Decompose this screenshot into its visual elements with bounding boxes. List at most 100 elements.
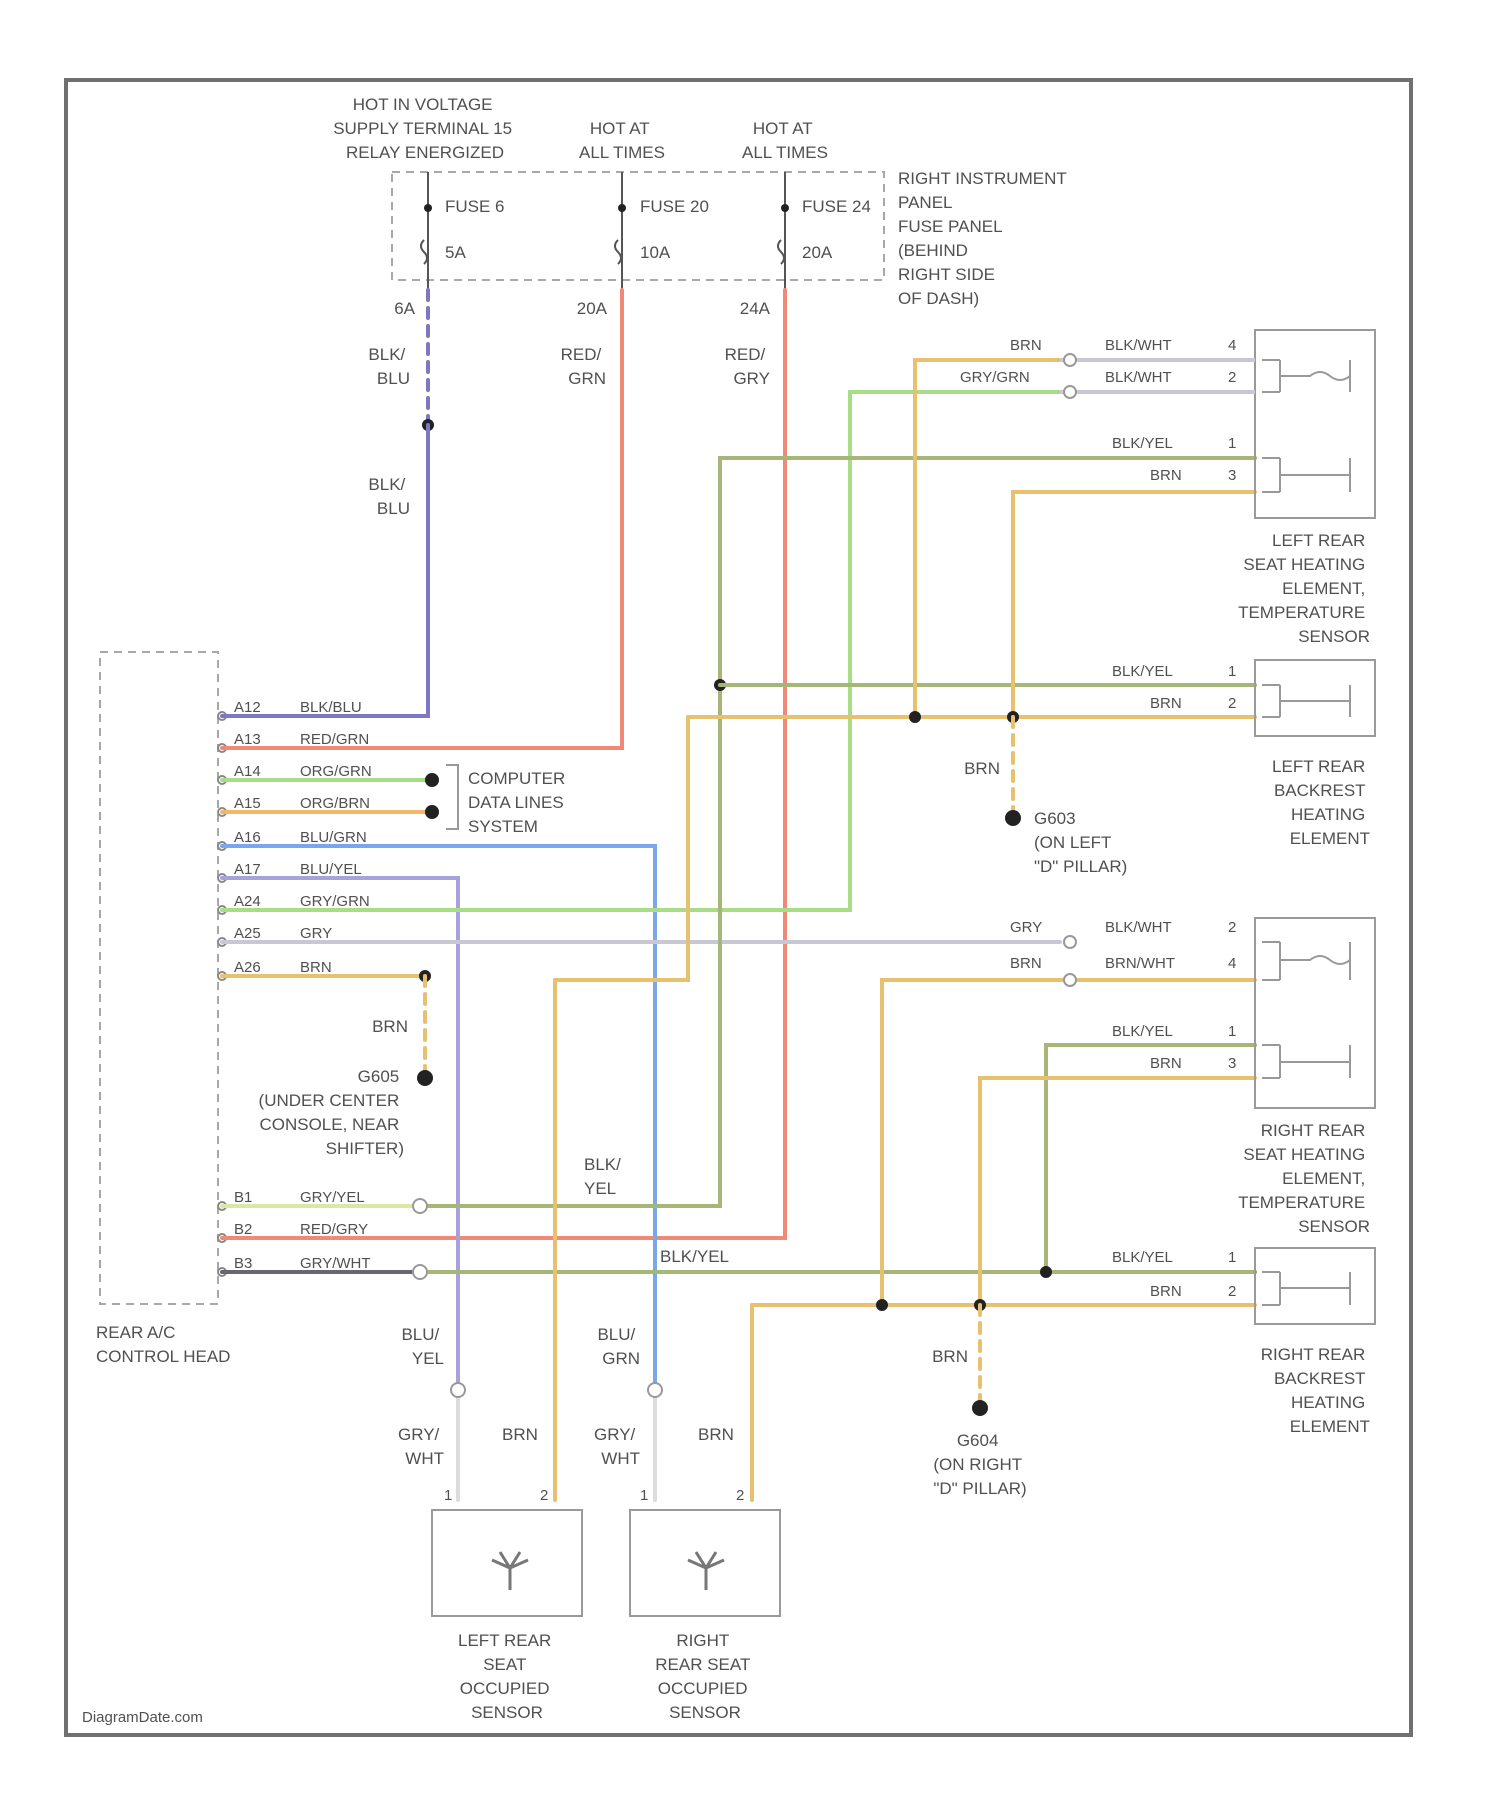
right-back-inner-2: BRN [1150, 1283, 1182, 1300]
right-temp-outer-brn: BRN [1010, 955, 1042, 972]
pin-wire-color-a26: BRN [300, 959, 332, 976]
right-occ-connector [648, 1383, 662, 1397]
fuse-24-icon [778, 240, 784, 264]
pin-label-b2: B2 [234, 1221, 252, 1238]
right-temp-plug-1 [1064, 936, 1076, 948]
pin-label-a24: A24 [234, 893, 261, 910]
pin-label-a15: A15 [234, 795, 261, 812]
left-back-pin-2: 2 [1228, 695, 1236, 712]
pin-label-a12: A12 [234, 699, 261, 716]
label-brn-right-occ: BRN [698, 1425, 734, 1444]
splice-right-brn-1 [876, 1299, 888, 1311]
fuse-24-name: FUSE 24 [802, 197, 871, 216]
b3-connector [413, 1265, 427, 1279]
pin-wire-color-a13: RED/GRN [300, 731, 369, 748]
left-temp-plug-2 [1064, 386, 1076, 398]
right-temp-plug-2 [1064, 974, 1076, 986]
label-blk-yel-horizontal: BLK/YEL [660, 1247, 729, 1266]
fuse-panel-outline [392, 172, 884, 280]
right-occ-box [630, 1510, 780, 1616]
control-head-outline [100, 652, 218, 1304]
pin-wire-color-a16: BLU/GRN [300, 829, 367, 846]
wires [222, 290, 1255, 1500]
fuse-panel-label: RIGHT INSTRUMENT PANEL FUSE PANEL (BEHIN… [898, 169, 1071, 308]
pin-wire-color-a24: GRY/GRN [300, 893, 370, 910]
right-temp-pin-4: 4 [1228, 955, 1236, 972]
label-blu-grn: BLU/ GRN [597, 1325, 640, 1368]
fuse-20-rating: 10A [640, 243, 671, 262]
wire-label-red-grn: RED/ GRN [561, 345, 606, 388]
ground-g603-label: G603 (ON LEFT "D" PILLAR) [1034, 809, 1127, 876]
left-occ-connector [451, 1383, 465, 1397]
left-temp-inner-4: BRN [1150, 467, 1182, 484]
right-back-pin-1: 1 [1228, 1249, 1236, 1266]
ground-g603-wire-label: BRN [964, 759, 1000, 778]
ground-g605-wire-label: BRN [372, 1017, 408, 1036]
wire-right-brn-4 [882, 980, 1255, 1305]
right-temp-sensor-symbol [1262, 942, 1350, 980]
pin-wire-color-a25: GRY [300, 925, 332, 942]
right-rear-seat-occupied-sensor: 1 2 RIGHT REAR SEAT OCCUPIED SENSOR [630, 1487, 780, 1722]
right-occ-label: RIGHT REAR SEAT OCCUPIED SENSOR [655, 1631, 755, 1722]
left-temp-pin-2: 2 [1228, 369, 1236, 386]
data-line-terminal-2 [425, 805, 439, 819]
fuse-24-rating: 20A [802, 243, 833, 262]
fuse-20-terminal-top [618, 204, 626, 212]
pin-label-a26: A26 [234, 959, 261, 976]
left-rear-seat-heating-element: LEFT REAR SEAT HEATING ELEMENT, TEMPERAT… [960, 330, 1375, 646]
fuse-24-pin: 24A [740, 299, 771, 318]
left-temp-sensor-symbol [1262, 360, 1350, 392]
right-back-label: RIGHT REAR BACKREST HEATING ELEMENT [1261, 1345, 1370, 1436]
left-back-inner-1: BLK/YEL [1112, 663, 1173, 680]
wire-left-brn-4 [915, 360, 1060, 717]
pin-label-a13: A13 [234, 731, 261, 748]
left-temp-inner-2: BLK/WHT [1105, 369, 1172, 386]
pin-label-b3: B3 [234, 1255, 252, 1272]
right-back-heater-symbol [1262, 1272, 1350, 1305]
data-lines-label: COMPUTER DATA LINES SYSTEM [468, 769, 570, 836]
label-blk-yel-vertical: BLK/ YEL [584, 1155, 626, 1198]
wire-label-blk-blu-2: BLK/ BLU [368, 475, 410, 518]
fuse-header-mid: HOT AT ALL TIMES [579, 119, 665, 162]
fuse-6-icon [421, 240, 427, 264]
right-temp-label: RIGHT REAR SEAT HEATING ELEMENT, TEMPERA… [1238, 1121, 1370, 1236]
fuse-20-pin: 20A [577, 299, 608, 318]
pin-wire-color-b1: GRY/YEL [300, 1189, 365, 1206]
left-back-pin-1: 1 [1228, 663, 1236, 680]
left-occ-sensor-icon [492, 1552, 528, 1590]
right-temp-pin-1: 1 [1228, 1023, 1236, 1040]
left-temp-pin-4: 4 [1228, 337, 1236, 354]
control-head-label: REAR A/C CONTROL HEAD [96, 1323, 230, 1366]
right-back-pin-2: 2 [1228, 1283, 1236, 1300]
fuse-24-terminal-top [781, 204, 789, 212]
right-temp-box [1255, 918, 1375, 1108]
ground-g604-label: G604 (ON RIGHT "D" PILLAR) [933, 1431, 1026, 1498]
left-back-heater-symbol [1262, 685, 1350, 717]
right-temp-pin-3: 3 [1228, 1055, 1236, 1072]
ground-g604-wire-label: BRN [932, 1347, 968, 1366]
left-temp-inner-3: BLK/YEL [1112, 435, 1173, 452]
right-occ-pin-1: 1 [640, 1487, 648, 1504]
pin-wire-color-b3: GRY/WHT [300, 1255, 371, 1272]
pin-label-a25: A25 [234, 925, 261, 942]
label-brn-left-occ: BRN [502, 1425, 538, 1444]
data-line-bracket [446, 765, 458, 829]
right-temp-inner-4: BRN [1150, 1055, 1182, 1072]
label-blu-yel: BLU/ YEL [401, 1325, 444, 1368]
left-occ-pin-2: 2 [540, 1487, 548, 1504]
right-occ-sensor-icon [688, 1552, 724, 1590]
left-occ-pin-1: 1 [444, 1487, 452, 1504]
pin-wire-color-a17: BLU/YEL [300, 861, 362, 878]
left-temp-inner-1: BLK/WHT [1105, 337, 1172, 354]
right-temp-inner-1: BLK/WHT [1105, 919, 1172, 936]
left-back-inner-2: BRN [1150, 695, 1182, 712]
left-temp-label: LEFT REAR SEAT HEATING ELEMENT, TEMPERAT… [1238, 531, 1370, 646]
right-rear-backrest-heating-element: RIGHT REAR BACKREST HEATING ELEMENT BLK/… [1112, 1248, 1375, 1436]
splice-right-blk-yel [1040, 1266, 1052, 1278]
splice-left-brn-1 [909, 711, 921, 723]
fuse-20-name: FUSE 20 [640, 197, 709, 216]
left-temp-outer-gry-grn: GRY/GRN [960, 369, 1030, 386]
left-occ-label: LEFT REAR SEAT OCCUPIED SENSOR [458, 1631, 556, 1722]
